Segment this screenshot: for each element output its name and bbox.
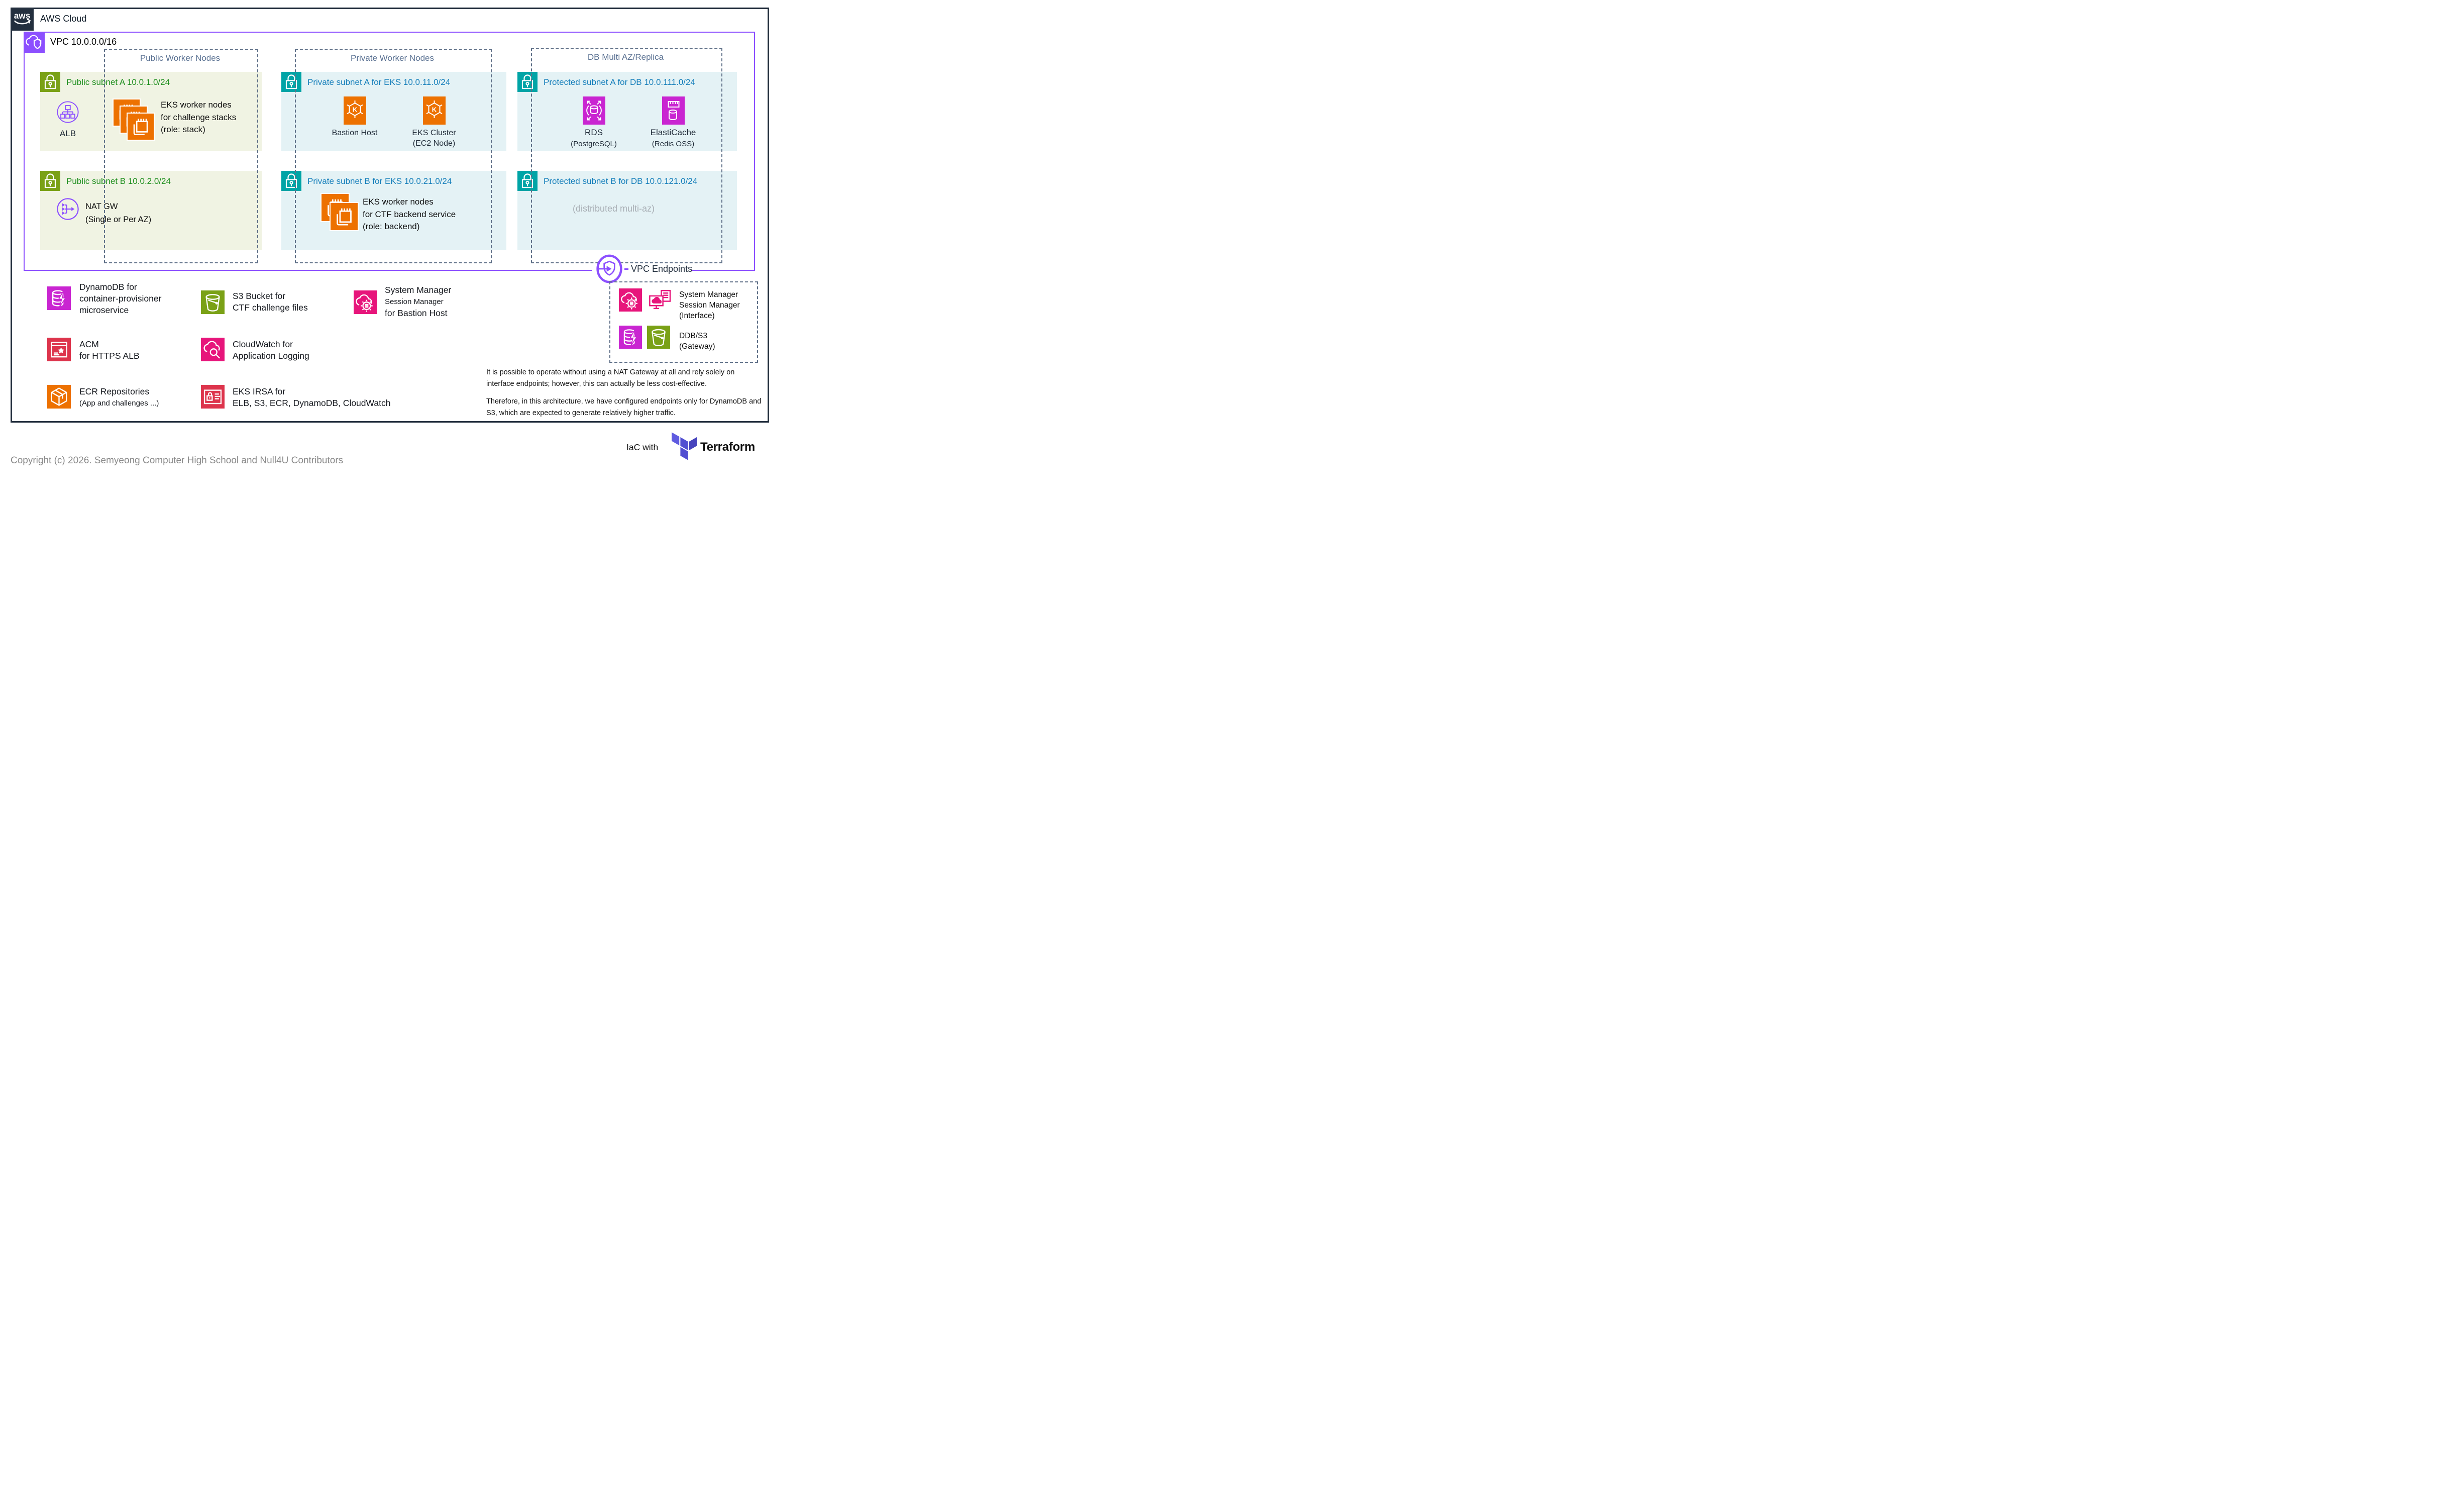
rds-sublabel: (PostgreSQL) xyxy=(571,140,617,148)
acm-icon xyxy=(47,338,71,361)
private-subnet-a-title: Private subnet A for EKS 10.0.11.0/24 xyxy=(307,77,451,87)
private-subnet-b-title: Private subnet B for EKS 10.0.21.0/24 xyxy=(307,176,452,186)
aws-cloud-title: AWS Cloud xyxy=(40,14,87,24)
vpc-border xyxy=(24,32,755,271)
public-subnet-a-lock-icon xyxy=(40,72,60,92)
nat-gateway-text: NAT GW (Single or Per AZ) xyxy=(85,202,152,224)
aws-architecture-diagram: AWS Cloud VPC 10.0.0.0/16 Public subnet … xyxy=(0,0,776,475)
public-subnet-b-lock-icon xyxy=(40,171,60,191)
distributed-multiaz-placeholder: (distributed multi-az) xyxy=(573,204,655,214)
private-subnet-b-lock-icon xyxy=(281,171,301,191)
protected-subnet-b-lock-icon xyxy=(517,171,538,191)
terraform-wordmark: Terraform xyxy=(700,440,755,454)
private-subnet-b-box xyxy=(281,171,506,250)
bastion-host-icon xyxy=(344,96,366,125)
s3-endpoint-icon xyxy=(647,326,670,349)
dynamodb-icon xyxy=(47,286,71,310)
ecr-icon xyxy=(47,385,71,409)
ecr-service-text: ECR Repositories (App and challenges ...… xyxy=(79,386,159,408)
elasticache-icon xyxy=(662,96,685,125)
protected-subnet-b-title: Protected subnet B for DB 10.0.121.0/24 xyxy=(544,176,698,186)
systems-manager-service-text: System Manager Session Manager for Basti… xyxy=(385,285,452,318)
session-manager-interface-icon xyxy=(647,287,673,313)
s3-bucket-icon xyxy=(201,290,225,314)
eks-cluster-label: EKS Cluster (EC2 Node) xyxy=(412,129,456,148)
vpc-label: VPC 10.0.0.0/16 xyxy=(50,37,117,47)
protected-subnet-a-lock-icon xyxy=(517,72,538,92)
private-subnet-a-box xyxy=(281,72,506,151)
aws-logo-icon xyxy=(11,8,34,31)
iac-with-label: IaC with xyxy=(626,442,659,452)
note-nat-gateway: It is possible to operate without using … xyxy=(486,368,735,388)
endpoint-gateway-text: DDB/S3 (Gateway) xyxy=(679,332,715,351)
endpoint-interface-text: System Manager Session Manager (Interfac… xyxy=(679,290,740,320)
bastion-host-label: Bastion Host xyxy=(332,129,378,137)
db-multiaz-title: DB Multi AZ/Replica xyxy=(587,52,664,62)
terraform-logo-icon xyxy=(672,432,697,461)
systems-manager-endpoint-icon xyxy=(619,288,642,312)
copyright-text: Copyright (c) 2026. Semyeong Computer Hi… xyxy=(11,455,344,466)
vpc-endpoints-icon xyxy=(596,254,623,284)
dynamodb-endpoint-icon xyxy=(619,326,642,349)
public-subnet-b-title: Public subnet B 10.0.2.0/24 xyxy=(66,176,171,186)
vpc-endpoints-label: VPC Endpoints xyxy=(631,264,693,274)
protected-subnet-b-box xyxy=(517,171,737,250)
note-endpoints: Therefore, in this architecture, we have… xyxy=(486,397,762,417)
private-subnet-a-lock-icon xyxy=(281,72,301,92)
public-subnet-b-box xyxy=(40,171,262,250)
protected-subnet-a-box xyxy=(517,72,737,151)
eks-irsa-icon xyxy=(201,385,225,409)
vpc-endpoints-connector-dash xyxy=(624,268,628,270)
eks-backend-text: EKS worker nodes for CTF backend service… xyxy=(363,197,456,231)
protected-subnet-a-title: Protected subnet A for DB 10.0.111.0/24 xyxy=(544,77,695,87)
elasticache-sublabel: (Redis OSS) xyxy=(652,140,695,148)
alb-label: ALB xyxy=(59,129,76,138)
private-worker-nodes-title: Private Worker Nodes xyxy=(351,53,434,63)
aws-cloud-border xyxy=(11,8,769,423)
public-subnet-a-title: Public subnet A 10.0.1.0/24 xyxy=(66,77,170,87)
eks-challenge-stack-text: EKS worker nodes for challenge stacks (r… xyxy=(161,100,237,134)
systems-manager-icon xyxy=(354,290,377,314)
public-worker-nodes-title: Public Worker Nodes xyxy=(140,53,221,63)
vpc-icon xyxy=(24,32,45,53)
elasticache-label: ElastiCache xyxy=(650,128,696,137)
rds-label: RDS xyxy=(585,128,603,137)
nat-gateway-icon xyxy=(56,197,79,221)
rds-icon xyxy=(583,96,605,125)
eks-cluster-icon xyxy=(423,96,446,125)
cloudwatch-icon xyxy=(201,338,225,361)
alb-icon xyxy=(56,100,79,124)
